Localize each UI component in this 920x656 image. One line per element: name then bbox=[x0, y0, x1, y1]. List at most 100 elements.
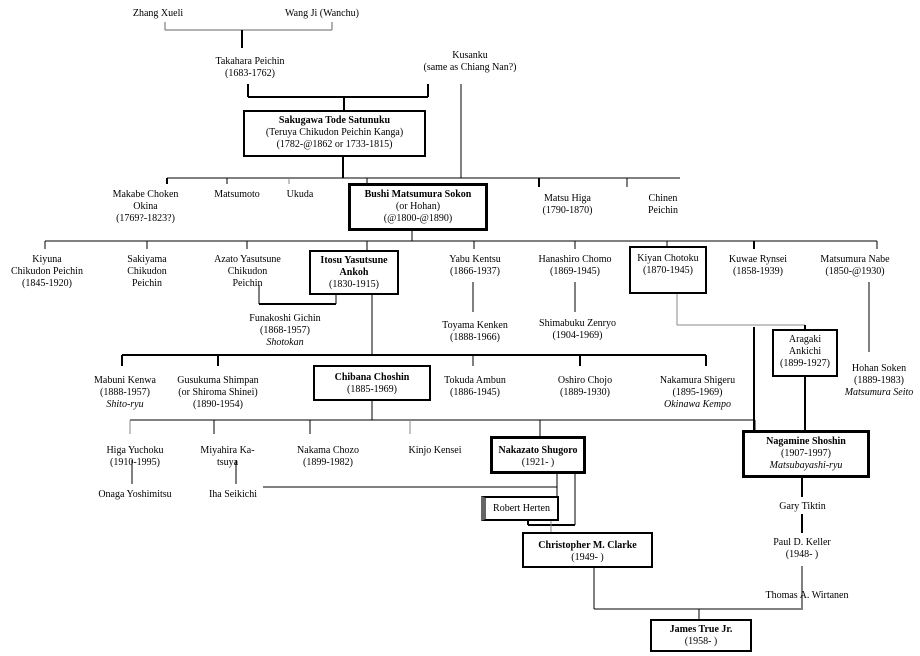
node-name: Tokuda Ambun bbox=[444, 375, 506, 386]
node-wirtanen: Thomas A. Wirtanen bbox=[752, 590, 862, 602]
node-name: Onaga Yoshimitsu bbox=[98, 489, 172, 500]
node-itosu: Itosu Yasutsune Ankoh (1830-1915) bbox=[309, 250, 399, 295]
node-name: Hohan Soken bbox=[851, 363, 907, 374]
node-name: Chinen bbox=[648, 193, 678, 204]
node-name: Zhang Xueli bbox=[132, 8, 184, 19]
node-name: Shimabuku Zenryo bbox=[539, 318, 616, 329]
node-name: Matsumura Nabe bbox=[820, 254, 890, 265]
node-name: Robert Herten bbox=[493, 503, 550, 514]
node-name: Kuwae Rynsei bbox=[728, 254, 788, 265]
node-hanashiro: Hanashiro Chomo (1869-1945) bbox=[530, 254, 620, 278]
node-matsumoto: Matsumoto bbox=[202, 189, 272, 201]
node-sakugawa: Sakugawa Tode Satunuku (Teruya Chikudon … bbox=[243, 110, 426, 157]
node-dates: (1888-1966) bbox=[450, 332, 500, 343]
node-name-line3: Peichin bbox=[132, 278, 162, 289]
node-mabuni: Mabuni Kenwa (1888-1957) Shito-ryu bbox=[85, 375, 165, 411]
node-miyahira: Miyahira Ka- tsuya bbox=[190, 445, 265, 469]
node-alt-name: (Teruya Chikudon Peichin Kanga) bbox=[265, 127, 404, 138]
node-name: Aragaki bbox=[788, 334, 822, 345]
node-tokuda: Tokuda Ambun (1886-1945) bbox=[430, 375, 520, 399]
node-name-line2: Peichin bbox=[648, 205, 678, 216]
node-keller: Paul D. Keller (1948- ) bbox=[762, 537, 842, 561]
node-dates: (1830-1915) bbox=[329, 279, 379, 290]
node-dates: (1869-1945) bbox=[550, 266, 600, 277]
node-name: Bushi Matsumura Sokon bbox=[364, 189, 472, 200]
node-name: Iha Seikichi bbox=[208, 489, 258, 500]
node-shimabuku: Shimabuku Zenryo (1904-1969) bbox=[530, 318, 625, 342]
node-alt-name: (or Shiroma Shinei) bbox=[178, 387, 258, 398]
node-hohan-soken: Hohan Soken (1889-1983) Matsumura Seito bbox=[838, 363, 920, 399]
node-tiktin: Gary Tiktin bbox=[765, 501, 840, 513]
node-name: Azato Yasutsune bbox=[214, 254, 281, 265]
node-name: Wang Ji (Wanchu) bbox=[285, 8, 359, 19]
node-name: Kiyuna bbox=[32, 254, 62, 265]
node-name: Kusanku bbox=[452, 50, 488, 61]
node-name: Funakoshi Gichin bbox=[249, 313, 321, 324]
node-dates: (1958- ) bbox=[684, 636, 718, 647]
node-style: Matsubayashi-ryu bbox=[769, 460, 843, 471]
node-james-true: James True Jr. (1958- ) bbox=[650, 619, 752, 652]
node-name: James True Jr. bbox=[669, 624, 733, 635]
node-style: Shotokan bbox=[266, 337, 304, 348]
node-name: Sakugawa Tode Satunuku bbox=[278, 115, 391, 126]
node-makabe: Makabe Choken Okina (1769?-1823?) bbox=[98, 189, 193, 225]
node-name: Matsu Higa bbox=[544, 193, 591, 204]
node-name: Oshiro Chojo bbox=[557, 375, 613, 386]
node-name-line2: Chikudon Peichin bbox=[11, 266, 83, 277]
node-dates: (1889-1930) bbox=[560, 387, 610, 398]
node-dates: (1683-1762) bbox=[225, 68, 275, 79]
node-dates: (1890-1954) bbox=[193, 399, 243, 410]
node-zhang-xueli: Zhang Xueli bbox=[118, 8, 198, 20]
node-dates: (1895-1969) bbox=[672, 387, 723, 398]
node-oshiro: Oshiro Chojo (1889-1930) bbox=[540, 375, 630, 399]
node-name: Itosu Yasutsune bbox=[320, 255, 388, 266]
node-style: Okinawa Kempo bbox=[664, 399, 731, 410]
node-sakiyama: Sakiyama Chikudon Peichin bbox=[112, 254, 182, 290]
node-name-line2: Okina bbox=[133, 201, 158, 212]
node-clarke: Christopher M. Clarke (1949- ) bbox=[522, 532, 653, 568]
node-kusanku: Kusanku (same as Chiang Nan?) bbox=[410, 50, 530, 74]
node-name: Thomas A. Wirtanen bbox=[765, 590, 849, 601]
node-name: Ukuda bbox=[286, 189, 314, 200]
node-name: Kiyan Chotoku bbox=[637, 253, 699, 264]
node-dates: (1888-1957) bbox=[100, 387, 150, 398]
node-chibana: Chibana Choshin (1885-1969) bbox=[313, 365, 431, 401]
node-name: Yabu Kentsu bbox=[449, 254, 501, 265]
node-name: Hanashiro Chomo bbox=[538, 254, 612, 265]
node-toyama: Toyama Kenken (1888-1966) bbox=[430, 320, 520, 344]
node-name: Kinjo Kensei bbox=[408, 445, 462, 456]
node-name: Nakama Chozo bbox=[297, 445, 359, 456]
node-dates: (1899-1982) bbox=[303, 457, 353, 468]
node-kinjo: Kinjo Kensei bbox=[395, 445, 475, 457]
node-kiyuna: Kiyuna Chikudon Peichin (1845-1920) bbox=[2, 254, 92, 290]
node-name-line2: Ankoh bbox=[339, 267, 369, 278]
node-dates: (1949- ) bbox=[571, 552, 604, 563]
node-azato: Azato Yasutsune Chikudon Peichin bbox=[205, 254, 290, 290]
node-dates: (1866-1937) bbox=[450, 266, 500, 277]
node-gusukuma: Gusukuma Shimpan (or Shiroma Shinei) (18… bbox=[168, 375, 268, 411]
node-ukuda: Ukuda bbox=[275, 189, 325, 201]
node-dates: (@1800-@1890) bbox=[383, 213, 453, 224]
node-kiyan: Kiyan Chotoku (1870-1945) bbox=[629, 246, 707, 294]
node-funakoshi: Funakoshi Gichin (1868-1957) Shotokan bbox=[240, 313, 330, 349]
node-name-line2: tsuya bbox=[216, 457, 239, 468]
node-nakazato: Nakazato Shugoro (1921- ) bbox=[490, 436, 586, 474]
node-dates: (1782-@1862 or 1733-1815) bbox=[276, 139, 393, 150]
node-name-line2: Ankichi bbox=[788, 346, 822, 357]
node-dates: (1858-1939) bbox=[733, 266, 783, 277]
node-dates: (1948- ) bbox=[785, 549, 819, 560]
node-name: Paul D. Keller bbox=[773, 537, 831, 548]
node-name: Matsumoto bbox=[214, 189, 260, 200]
node-name: Nakazato Shugoro bbox=[498, 445, 578, 456]
node-dates: (1790-1870) bbox=[542, 205, 593, 216]
node-dates: (1910-1995) bbox=[110, 457, 160, 468]
node-chinen: Chinen Peichin bbox=[633, 193, 693, 217]
node-higa-yuchoku: Higa Yuchoku (1910-1995) bbox=[95, 445, 175, 469]
node-name: Toyama Kenken bbox=[442, 320, 508, 331]
node-nagamine: Nagamine Shoshin (1907-1997) Matsubayash… bbox=[742, 430, 870, 478]
node-style: Matsumura Seito bbox=[844, 387, 914, 398]
node-dates: (1904-1969) bbox=[552, 330, 603, 341]
node-dates: (1850-@1930) bbox=[825, 266, 885, 277]
node-takahara: Takahara Peichin (1683-1762) bbox=[195, 56, 305, 80]
